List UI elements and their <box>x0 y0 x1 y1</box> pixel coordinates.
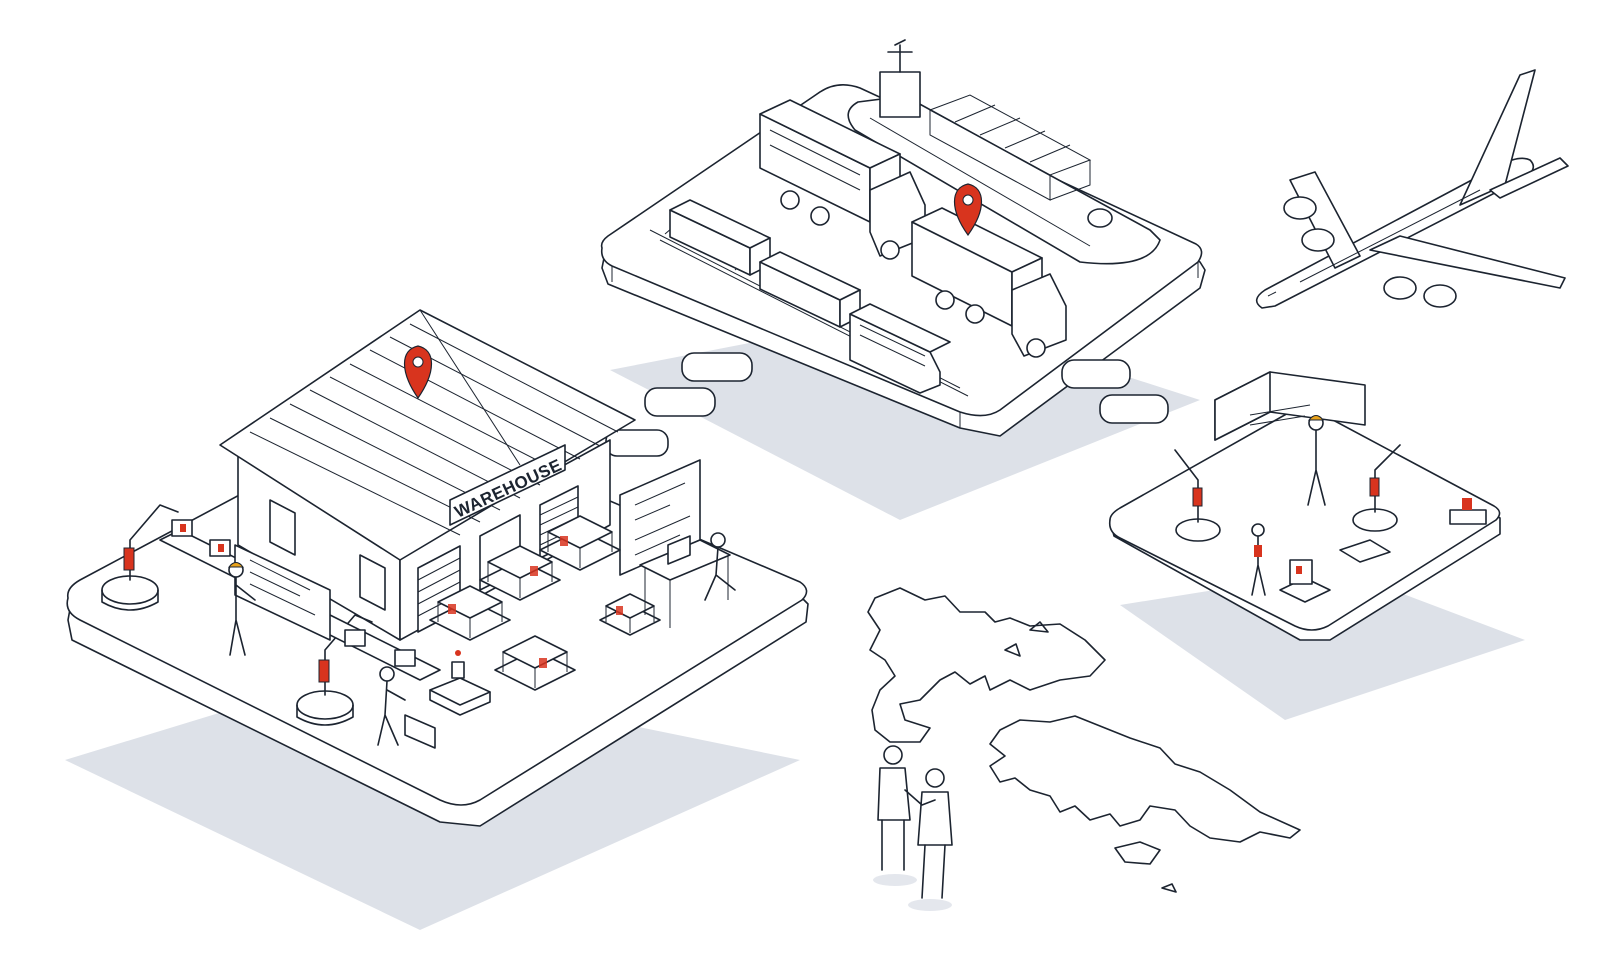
office-desk <box>639 532 736 628</box>
world-map-icon <box>867 587 1301 893</box>
worker-figure <box>377 666 436 749</box>
robot-cart <box>429 650 491 716</box>
worker-figure <box>227 562 256 656</box>
robot-arm-icon <box>101 504 179 611</box>
worker-figure <box>1307 415 1326 506</box>
train-icon <box>649 199 969 397</box>
robot-arm-icon <box>1174 449 1221 542</box>
location-pin-icon <box>954 183 982 237</box>
robot-arm-icon <box>1352 444 1401 532</box>
factory-building <box>1214 371 1366 441</box>
location-pin-icon <box>404 345 432 400</box>
worker-figure <box>1251 523 1266 596</box>
airplane-icon <box>1255 69 1569 309</box>
truck-icon <box>759 99 926 260</box>
cargo-ship-icon <box>847 39 1161 265</box>
pallet-boxes <box>1279 498 1487 603</box>
truck-icon <box>911 207 1067 358</box>
factory-platform <box>1108 407 1501 641</box>
handshake-icon <box>873 745 953 911</box>
